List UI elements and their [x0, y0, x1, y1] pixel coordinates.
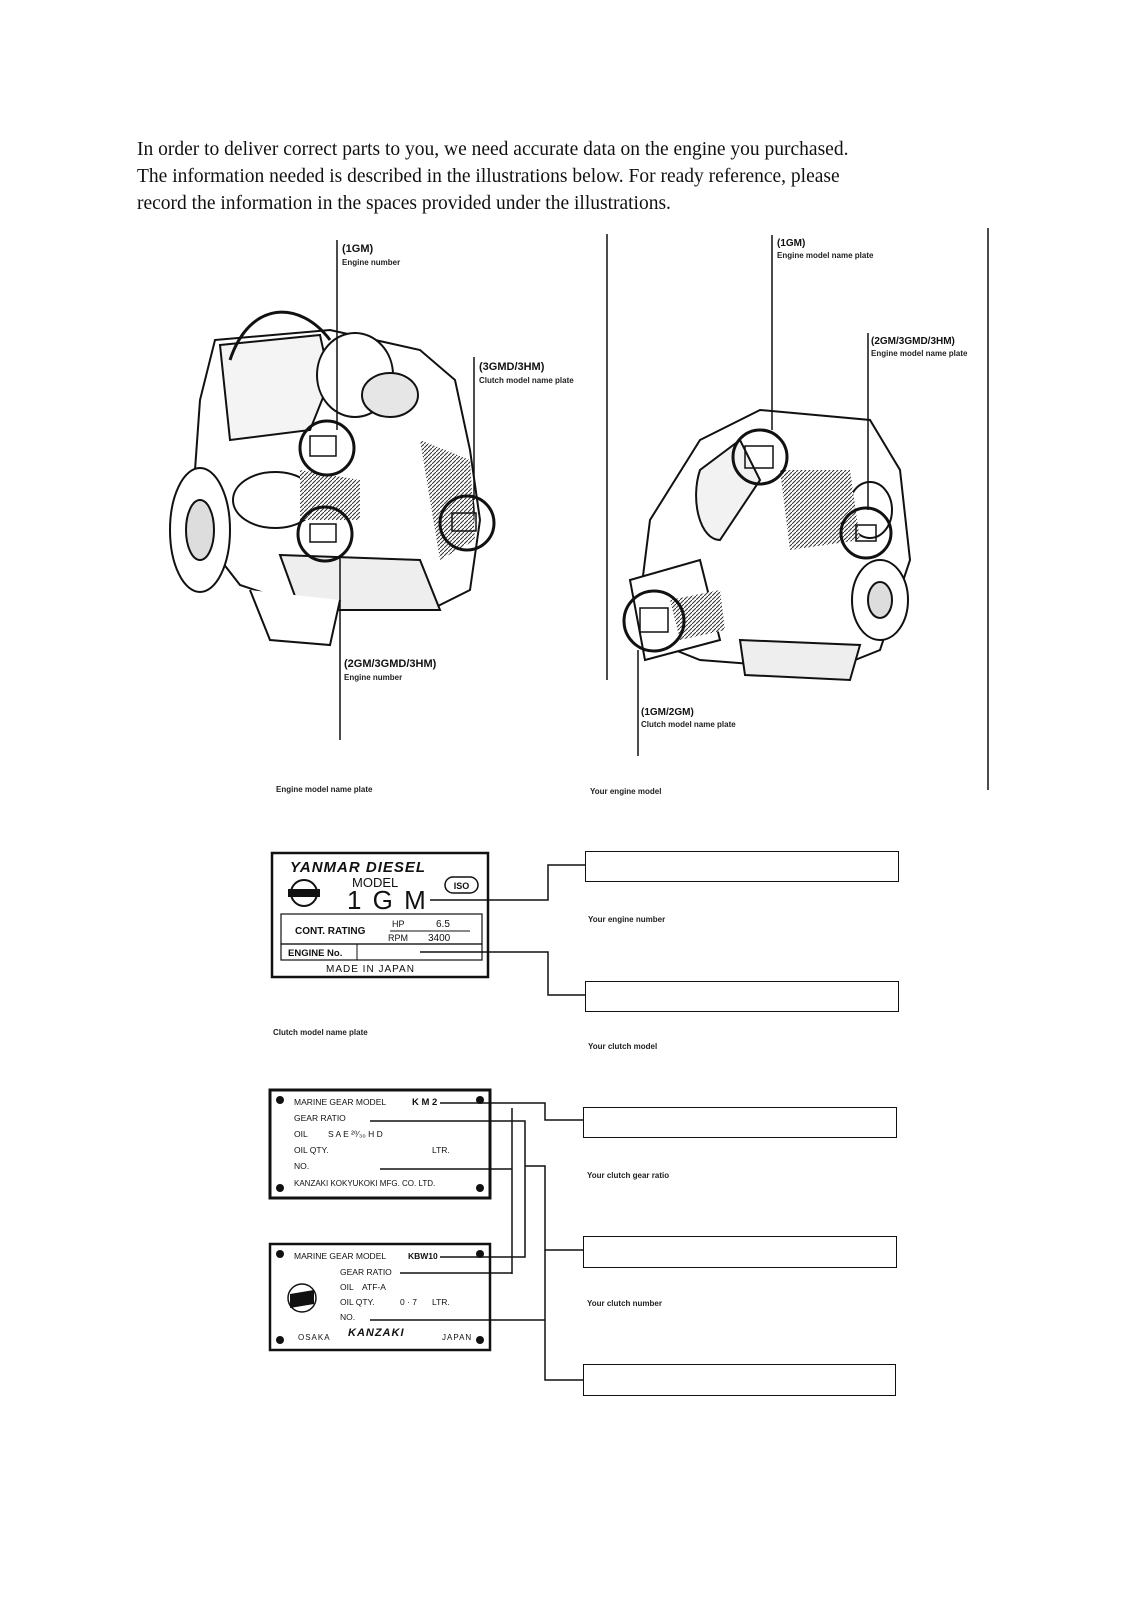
left-callout-lines: [336, 234, 608, 740]
km2-oil-label: OIL: [294, 1129, 308, 1139]
right-bottom-desc: Clutch model name plate: [641, 720, 736, 729]
iso-badge: [444, 876, 479, 894]
your-clutch-number-label: Your clutch number: [587, 1299, 662, 1308]
clutch-model-box[interactable]: [583, 1107, 897, 1138]
rpm-value: 3400: [428, 933, 451, 944]
hp-label: HP: [392, 919, 405, 929]
left-top-desc: Engine number: [342, 258, 400, 267]
cont-rating-label: CONT. RATING: [295, 926, 366, 937]
kbw-oil-value: ATF-A: [362, 1282, 386, 1292]
kbw-model-value: KBW10: [408, 1251, 438, 1261]
right-callout-lines: [637, 228, 989, 790]
clutch-plate-label: Clutch model name plate: [273, 1028, 368, 1037]
hp-value: 6.5: [436, 919, 450, 930]
intro-line-1: In order to deliver correct parts to you…: [137, 139, 849, 160]
clutch-gear-ratio-box[interactable]: [583, 1236, 897, 1268]
engine-model-box[interactable]: [585, 851, 899, 882]
model-label: MODEL: [352, 875, 398, 890]
engine-plate-label: Engine model name plate: [276, 785, 373, 794]
yanmar-name-plate: YANMAR DIESEL YANMAR MODEL 1 G M ISO CON…: [270, 851, 490, 979]
intro-line-3: record the information in the spaces pro…: [137, 193, 671, 214]
model-value: 1 G M: [347, 885, 428, 915]
yanmar-brand: YANMAR DIESEL: [290, 859, 426, 876]
yanmar-logo-text: YANMAR: [291, 892, 317, 898]
engine-number-box[interactable]: [585, 981, 899, 1012]
your-engine-number-label: Your engine number: [588, 915, 665, 924]
engine-no-label: ENGINE No.: [288, 948, 342, 959]
kbw-gear-ratio: GEAR RATIO: [340, 1267, 392, 1277]
your-engine-model-label: Your engine model: [590, 787, 661, 796]
rpm-label: RPM: [388, 933, 408, 943]
kbw-country: JAPAN: [442, 1333, 472, 1342]
right-right-model: (2GM/3GMD/3HM): [871, 336, 955, 347]
intro-paragraph: In order to deliver correct parts to you…: [137, 136, 997, 217]
km2-oil-value: S A E ²⁰⁄₃₀ H D: [328, 1129, 383, 1139]
your-clutch-ratio-label: Your clutch gear ratio: [587, 1171, 669, 1180]
left-bottom-desc: Engine number: [344, 673, 402, 682]
km2-no: NO.: [294, 1161, 309, 1171]
km2-model-label: MARINE GEAR MODEL: [294, 1097, 386, 1107]
left-bottom-model: (2GM/3GMD/3HM): [344, 658, 437, 670]
km2-gear-ratio: GEAR RATIO: [294, 1113, 346, 1123]
right-top-model: (1GM): [777, 238, 805, 249]
kbw-ltr: LTR.: [432, 1297, 450, 1307]
kbw10-clutch-plate: MARINE GEAR MODEL KBW10 GEAR RATIO OIL A…: [268, 1242, 492, 1352]
left-top-model: (1GM): [342, 243, 374, 255]
connector-lines: [370, 864, 585, 1381]
right-top-desc: Engine model name plate: [777, 251, 874, 260]
km2-maker: KANZAKI KOKYUKOKI MFG. CO. LTD.: [294, 1179, 435, 1188]
kbw-no: NO.: [340, 1312, 355, 1322]
km2-model-value: K M 2: [412, 1097, 437, 1108]
kbw-city: OSAKA: [298, 1333, 331, 1342]
clutch-number-box[interactable]: [583, 1364, 896, 1396]
made-in-japan: MADE IN JAPAN: [326, 964, 415, 975]
km2-oil-qty: OIL QTY.: [294, 1145, 329, 1155]
iso-badge-text: ISO: [454, 881, 470, 891]
kbw-maker: KANZAKI: [348, 1327, 405, 1339]
your-clutch-model-label: Your clutch model: [588, 1042, 657, 1051]
right-right-desc: Engine model name plate: [871, 349, 968, 358]
left-engine-illustration: [169, 310, 496, 647]
km2-clutch-plate: MARINE GEAR MODEL K M 2 GEAR RATIO OIL S…: [268, 1088, 492, 1200]
km2-ltr: LTR.: [432, 1145, 450, 1155]
left-right-desc: Clutch model name plate: [479, 376, 574, 385]
right-engine-illustration: [622, 408, 912, 682]
kbw-oil-qty: OIL QTY.: [340, 1297, 375, 1307]
kbw-oil-label: OIL: [340, 1282, 354, 1292]
kbw-oil-qty-value: 0 · 7: [400, 1297, 417, 1307]
right-bottom-model: (1GM/2GM): [641, 707, 694, 718]
intro-line-2: The information needed is described in t…: [137, 166, 840, 187]
kbw-model-label: MARINE GEAR MODEL: [294, 1251, 386, 1261]
left-right-model: (3GMD/3HM): [479, 361, 545, 373]
kanzaki-logo-icon: [287, 1283, 317, 1313]
yanmar-logo-icon: YANMAR: [288, 879, 320, 907]
